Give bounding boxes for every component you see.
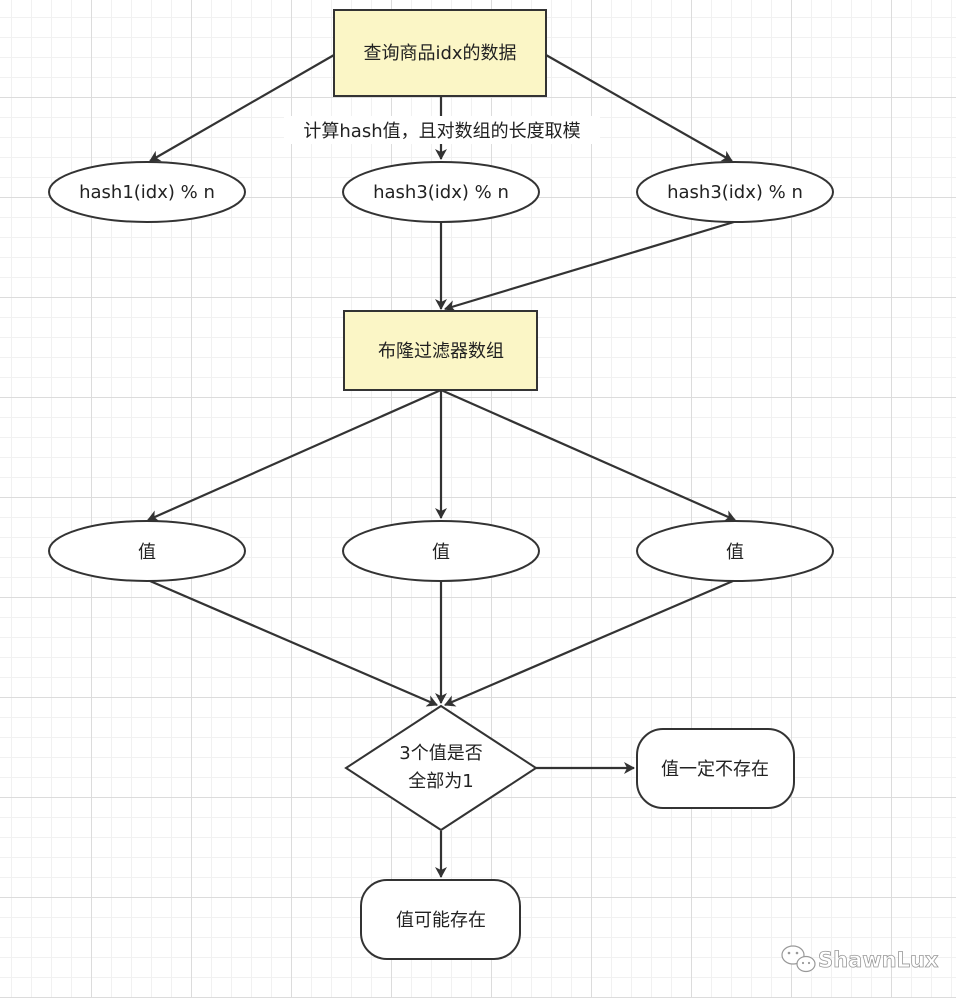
edge-value-left-to-decision [149, 579, 438, 707]
value-node-left: 值 [48, 520, 246, 582]
not-exist-node-label: 值一定不存在 [661, 759, 769, 780]
decision-node-label-line2: 全部为1 [408, 771, 473, 792]
may-exist-node: 值可能存在 [360, 879, 521, 960]
edge-bloom-to-value-right [440, 388, 736, 522]
hash-node-right: hash3(idx) % n [636, 161, 834, 223]
hash-node-mid-label: hash3(idx) % n [373, 182, 509, 203]
watermark-text: ShawnLux [818, 948, 939, 972]
query-node: 查询商品idx的数据 [333, 9, 547, 97]
decision-node: 3个值是否 全部为1 [344, 704, 538, 832]
edge-query-to-hash-right [545, 54, 733, 162]
edge-query-to-hash-left [149, 54, 335, 162]
bloom-array-node-label: 布隆过滤器数组 [378, 341, 504, 362]
value-node-left-label: 值 [138, 542, 156, 563]
hash-node-left-label: hash1(idx) % n [79, 182, 215, 203]
hash-node-right-label: hash3(idx) % n [667, 182, 803, 203]
edge-label-compute-hash-text: 计算hash值，且对数组的长度取模 [303, 121, 580, 142]
edges [147, 54, 736, 878]
bloom-array-node: 布隆过滤器数组 [343, 310, 538, 391]
watermark: ShawnLux [781, 945, 939, 973]
hash-node-mid: hash3(idx) % n [342, 161, 540, 223]
not-exist-node: 值一定不存在 [636, 728, 795, 809]
edge-hash-right-to-bloom [444, 220, 735, 312]
value-node-mid-label: 值 [432, 542, 450, 563]
edge-value-right-to-decision [444, 579, 734, 707]
value-node-right: 值 [636, 520, 834, 582]
value-node-mid: 值 [342, 520, 540, 582]
decision-node-label-line1: 3个值是否 [399, 743, 482, 764]
query-node-label: 查询商品idx的数据 [363, 43, 516, 64]
edge-bloom-to-value-left [147, 388, 442, 522]
wechat-icon [781, 945, 816, 973]
hash-node-left: hash1(idx) % n [48, 161, 246, 223]
value-node-right-label: 值 [726, 542, 744, 563]
may-exist-node-label: 值可能存在 [396, 910, 486, 931]
edge-label-compute-hash: 计算hash值，且对数组的长度取模 [284, 116, 600, 144]
